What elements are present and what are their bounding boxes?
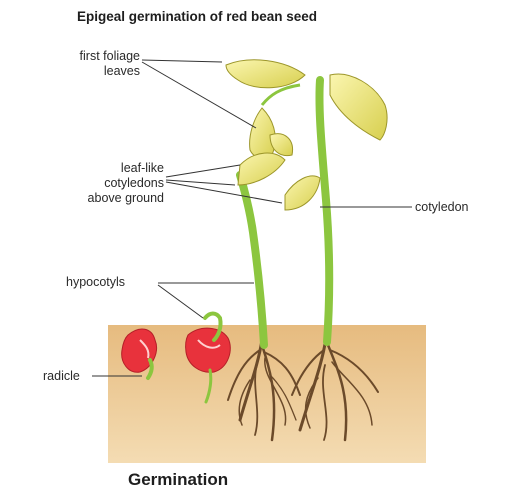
label-leaf-like-cotyledons: leaf-like cotyledons above ground <box>52 161 164 206</box>
leaf-stalk-1 <box>260 83 301 106</box>
label-line: first foliage <box>79 49 140 63</box>
roots-plant-2 <box>291 336 379 442</box>
label-line: cotyledons <box>104 176 164 190</box>
leader-lines <box>92 59 412 377</box>
foliage-leaf-2 <box>329 73 388 141</box>
label-first-foliage-leaves: first foliage leaves <box>52 49 140 79</box>
foliage-leaf-1 <box>225 59 306 89</box>
cotyledon-leaf-2 <box>269 133 294 157</box>
seed-2 <box>185 311 231 404</box>
cotyledon-leaf-1 <box>237 152 286 186</box>
soil <box>108 325 426 463</box>
label-radicle: radicle <box>43 369 80 383</box>
hypocotyl-stem-2 <box>315 76 334 346</box>
foliage-leaf-3 <box>249 107 276 159</box>
hypocotyl-stem-1 <box>236 171 268 349</box>
label-cotyledon: cotyledon <box>415 200 469 214</box>
label-line: leaf-like <box>120 161 164 175</box>
label-hypocotyls: hypocotyls <box>66 275 126 289</box>
label-line: above ground <box>87 191 164 205</box>
caption: Germination <box>128 470 229 489</box>
cotyledon-leaf-3 <box>284 175 321 211</box>
roots-plant-1 <box>227 338 301 442</box>
seed-1 <box>121 328 157 380</box>
label-line: leaves <box>103 64 140 78</box>
diagram-title: Epigeal germination of red bean seed <box>77 9 318 24</box>
